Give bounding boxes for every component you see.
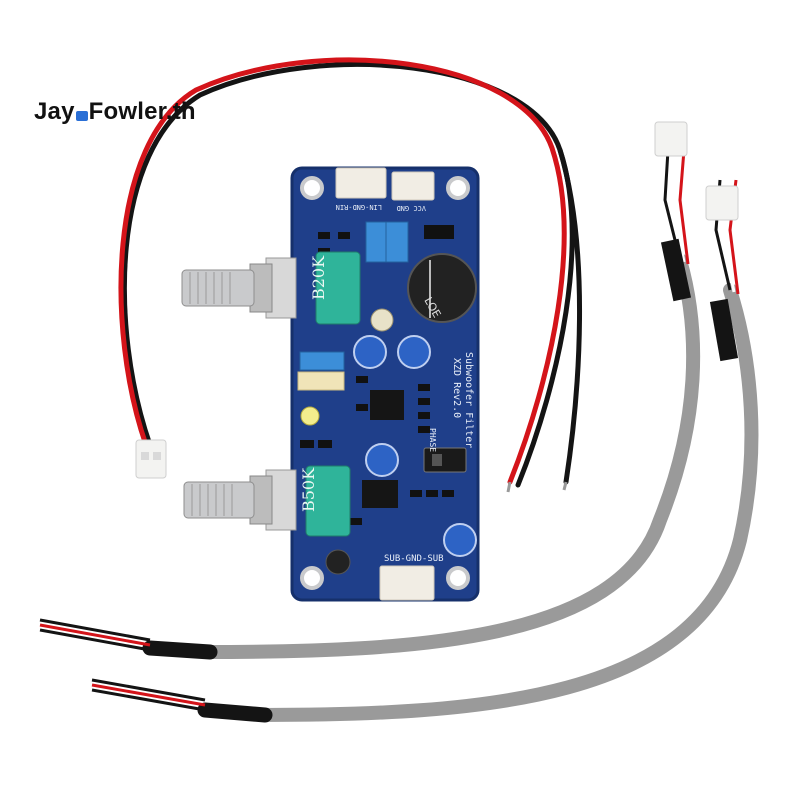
knob-bottom [183,481,255,519]
signal-cable-1 [39,121,701,660]
knob-top [181,269,255,307]
connector-top-right [391,171,435,201]
power-wire-pair [118,57,583,493]
potentiometer-bottom [183,465,351,537]
jst-plug-cable-1 [654,121,688,157]
jst-plug-cable-2 [705,185,739,221]
large-capacitor [407,253,477,323]
watermark: Jay Fowler.th [34,98,196,126]
silk-connector-bottom-label: SUB-GND-SUB [384,554,444,564]
silk-switch-label: PHASE [428,428,437,452]
truck-icon [75,111,88,121]
silk-board-title-2: XZD Rev2.0 [451,358,462,418]
watermark-part-2: Fowler.th [88,98,196,125]
connector-bottom [379,565,435,601]
potentiometer-top [181,251,361,325]
pot-top-label: B20K [309,255,328,300]
signal-cable-2 [91,179,759,723]
jst-plug-left [135,439,167,479]
silk-connector-left-label: LIN-GND-RIN [336,203,382,211]
silk-connector-right-label: VCC GND [396,204,426,212]
pot-bottom-label: B50K [299,467,318,512]
silk-board-title-1: Subwoofer Filter [463,352,474,448]
connector-top-left [335,167,387,199]
watermark-part-1: Jay [34,98,75,125]
